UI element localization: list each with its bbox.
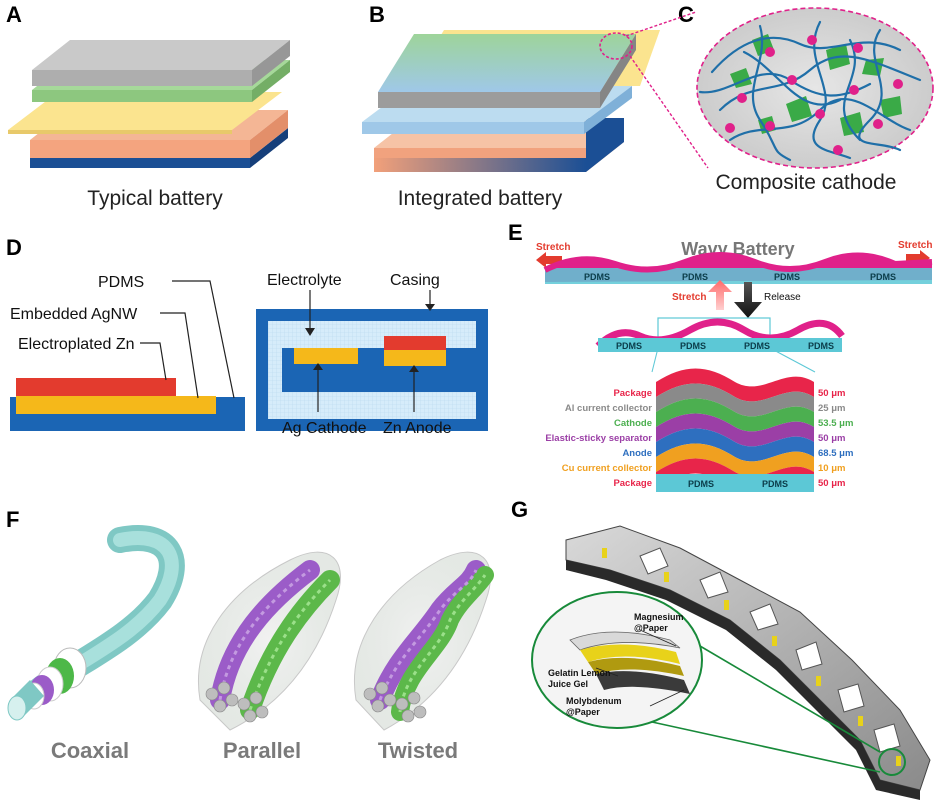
parallel-fiber (198, 551, 341, 731)
ag-cathode (294, 348, 358, 364)
layer-band (656, 428, 814, 462)
pdms-label: PDMS (762, 479, 788, 489)
panel-a-typical-battery (8, 40, 290, 168)
label-twisted: Twisted (378, 738, 458, 763)
zn-layer-right (384, 336, 446, 352)
layer-name: Anode (622, 448, 652, 459)
layer-thickness: 25 μm (818, 403, 845, 414)
layer-name: Elastic-sticky separator (545, 433, 652, 444)
panel-b-integrated-battery (362, 11, 709, 172)
caption-composite-cathode: Composite cathode (716, 171, 897, 194)
label-embedded-agnw: Embedded AgNW (10, 306, 138, 323)
label-zn-anode: Zn Anode (383, 420, 452, 437)
layer-band (656, 383, 814, 417)
panel-label-a: A (6, 2, 22, 27)
label-parallel: Parallel (223, 738, 301, 763)
pdms-label: PDMS (808, 341, 834, 351)
layer-thickness: 50 μm (818, 433, 845, 444)
pdms-label: PDMS (688, 479, 714, 489)
panel-label-f: F (6, 507, 20, 532)
caption-typical-battery: Typical battery (87, 187, 223, 210)
layer-name: Cathode (614, 418, 652, 429)
layer-band (656, 443, 814, 477)
label-molybdenum-paper: Molybdenum@Paper (566, 696, 622, 717)
stretch-up-arrow (708, 280, 732, 310)
label-pdms: PDMS (98, 274, 144, 291)
zn-plated-layer (16, 378, 176, 396)
caption-integrated-battery: Integrated battery (398, 187, 563, 210)
label-coaxial: Coaxial (51, 738, 129, 763)
agnw-layer (16, 396, 216, 414)
layer-thickness: 50 μm (818, 388, 845, 399)
layer-labels: Package 50 μm Al current collector 25 μm Cat… (545, 388, 853, 489)
stretch-mid-label: Stretch (672, 292, 706, 303)
coaxial-fiber (7, 525, 185, 721)
panel-label-d: D (6, 235, 22, 260)
pdms-label: PDMS (744, 341, 770, 351)
pdms-label: PDMS (774, 272, 800, 282)
pdms-label: PDMS (616, 341, 642, 351)
layer-band (656, 413, 814, 447)
label-ag-cathode: Ag Cathode (282, 420, 367, 437)
layer-thickness: 53.5 μm (818, 418, 853, 429)
release-down-arrow (734, 282, 762, 318)
layer-band (656, 398, 814, 432)
label-casing: Casing (390, 272, 440, 289)
layer-name: Package (613, 478, 652, 489)
layer-band (656, 368, 814, 402)
layer-stack (656, 368, 814, 492)
layer-name: Al current collector (565, 403, 652, 414)
panel-e-wavy-battery: Wavy Battery Stretch Stretch PDMS PDMS P… (536, 239, 932, 492)
layer-thickness: 50 μm (818, 478, 845, 489)
zn-anode (384, 350, 446, 366)
panel-label-c: C (678, 2, 694, 27)
panel-label-e: E (508, 220, 523, 245)
layer-thickness: 68.5 μm (818, 448, 853, 459)
panel-d-schematic: PDMS Embedded AgNW Electroplated Zn Elec… (10, 272, 488, 437)
pdms-label: PDMS (584, 272, 610, 282)
stretch-right-label: Stretch (898, 240, 932, 251)
stretch-left-label: Stretch (536, 242, 570, 253)
layer-name: Package (613, 388, 652, 399)
label-electrolyte: Electrolyte (267, 272, 342, 289)
label-electroplated-zn: Electroplated Zn (18, 336, 135, 353)
twisted-fiber (354, 551, 494, 731)
panel-label-b: B (369, 2, 385, 27)
release-label: Release (764, 292, 801, 303)
pdms-label: PDMS (682, 272, 708, 282)
pdms-label: PDMS (680, 341, 706, 351)
layer-name: Cu current collector (562, 463, 653, 474)
layer-thickness: 10 μm (818, 463, 845, 474)
panel-f-fiber-batteries: Coaxial Parallel Twisted (7, 525, 494, 763)
panel-label-g: G (511, 497, 529, 522)
label-magnesium-paper: Magnesium@Paper (634, 612, 684, 633)
pdms-label: PDMS (870, 272, 896, 282)
panel-c-composite-cathode (696, 7, 934, 169)
